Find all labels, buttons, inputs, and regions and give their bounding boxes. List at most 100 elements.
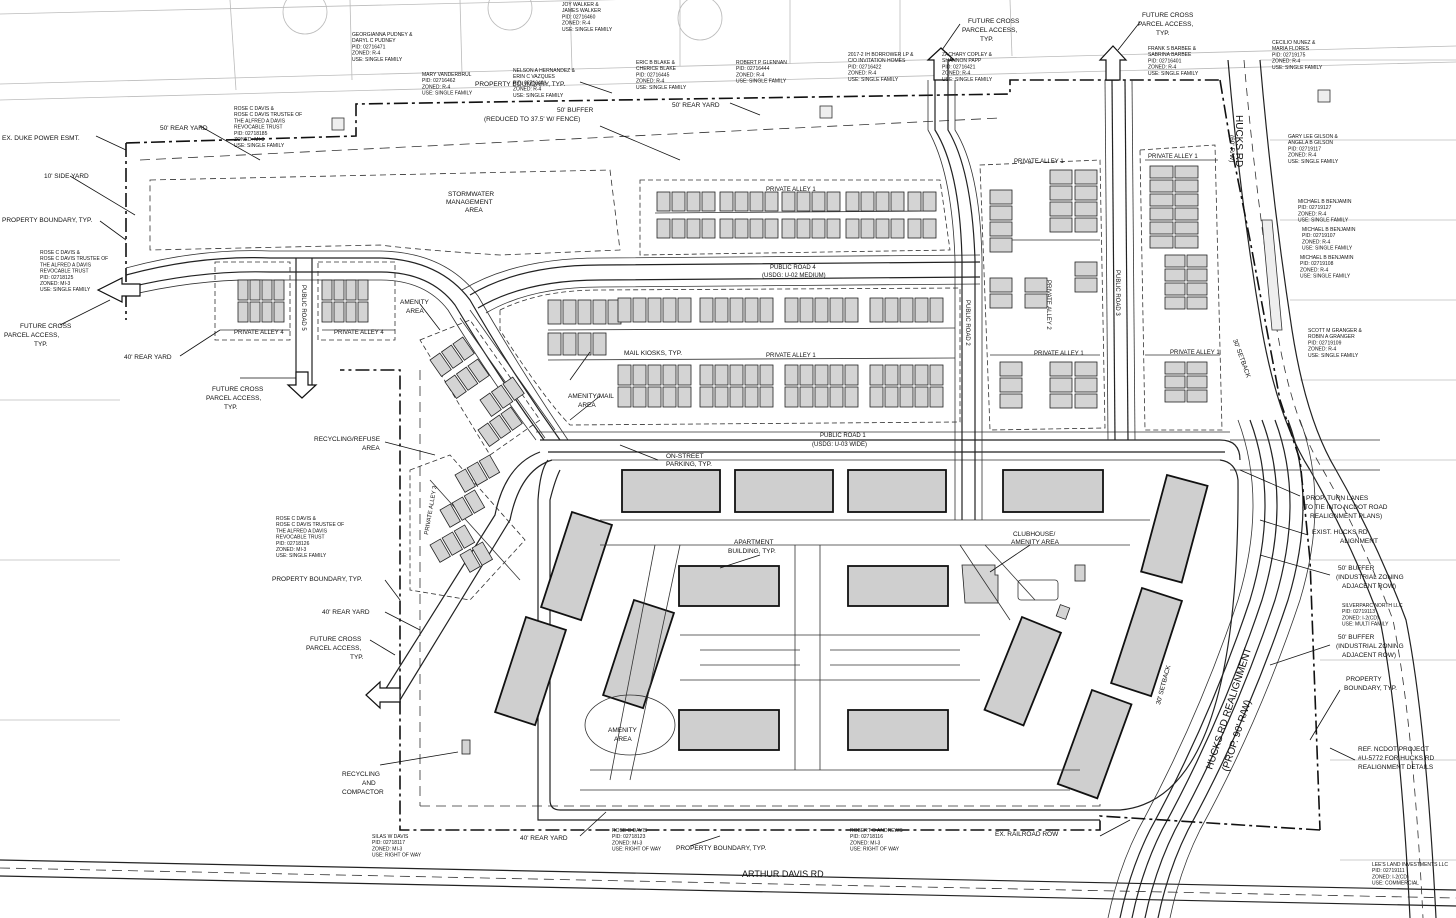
townhome-row xyxy=(1074,201,1098,217)
owner-info-line: USE: SINGLE FAMILY xyxy=(942,77,993,83)
townhome-row xyxy=(1024,293,1048,309)
owner-info-line: USE: SINGLE FAMILY xyxy=(1302,246,1353,252)
townhome-unit xyxy=(814,364,829,386)
apartment-building xyxy=(734,469,834,513)
townhome-unit xyxy=(1024,277,1048,293)
hucks-realignment xyxy=(1107,219,1380,918)
label-rear-50-n: 50' REAR YARD xyxy=(672,102,720,109)
apartment-building xyxy=(539,510,614,622)
townhome-unit xyxy=(357,301,369,323)
owner-info-line: PID: 02716422 xyxy=(848,64,882,70)
townhome-row xyxy=(784,386,859,408)
townhome-unit xyxy=(719,191,734,212)
owner-info: ROSE C DAVIS &ROSE C DAVIS TRUSTEE OFTHE… xyxy=(234,106,302,149)
townhome-unit xyxy=(829,297,844,323)
label-future-cross-w: FUTURE CROSS xyxy=(20,323,72,330)
townhome-unit xyxy=(811,218,826,239)
townhome-row xyxy=(989,221,1013,237)
townhome-unit xyxy=(1164,268,1186,282)
parking-aisles xyxy=(580,519,1150,791)
townhome-unit xyxy=(744,364,759,386)
townhome-unit xyxy=(656,191,671,212)
label-buffer-50: 50' BUFFER xyxy=(557,107,594,114)
label-hucks-rd: HUCKS RD xyxy=(1233,115,1244,167)
townhome-unit xyxy=(701,191,716,212)
townhome-unit xyxy=(869,364,884,386)
townhome-row xyxy=(989,205,1013,221)
utility-marker xyxy=(331,117,345,131)
label-amenity-s-1: AMENITY xyxy=(608,727,638,734)
townhome-unit xyxy=(1174,207,1199,221)
owner-info-line: PID: 02719117 xyxy=(1288,146,1321,152)
townhome-row xyxy=(459,541,494,573)
townhome-unit xyxy=(899,297,914,323)
label-ref-ncdot-1: REF. NCDOT PROJECT xyxy=(1358,746,1429,753)
road-label-alley-1f: PRIVATE ALLEY 1 xyxy=(1170,350,1220,356)
townhome-unit xyxy=(662,364,677,386)
private-alleys xyxy=(214,144,1223,601)
townhome-unit xyxy=(577,332,592,356)
townhome-unit xyxy=(466,461,489,486)
road-label-alley-1c: PRIVATE ALLEY 1 xyxy=(1014,159,1064,165)
owner-info-line: PID: 02716401 xyxy=(1148,58,1182,64)
townhome-unit xyxy=(714,386,729,408)
owner-info-line: ROSE C DAVIS TRUSTEE OF xyxy=(234,112,302,118)
road-label-alley-1a: PRIVATE ALLEY 1 xyxy=(766,187,816,193)
townhome-unit xyxy=(826,218,841,239)
townhome-unit xyxy=(796,191,811,212)
townhome-row xyxy=(656,191,716,212)
owner-info-line: ROBIN A GRANGER xyxy=(1308,334,1355,340)
owner-info-line: ZONED: R-4 xyxy=(1298,211,1327,217)
label-on-street-2: PARKING, TYP. xyxy=(666,461,712,468)
townhome-unit xyxy=(784,297,799,323)
townhome-unit xyxy=(922,191,937,212)
owner-info-line: ROSE C DAVIS TRUSTEE OF xyxy=(276,522,344,528)
townhome-unit xyxy=(784,386,799,408)
townhome-row xyxy=(699,297,774,323)
townhome-row xyxy=(1149,207,1199,221)
road-label-public-1-sub: (USDG: U-03 WIDE) xyxy=(812,442,867,448)
townhome-row xyxy=(999,361,1023,377)
townhome-row xyxy=(699,386,774,408)
apartment-buildings xyxy=(493,469,1209,800)
owner-info-line: PID: 02718185 xyxy=(234,131,268,137)
townhome-unit xyxy=(999,393,1023,409)
owner-info-line: ZONED: R-4 xyxy=(1272,59,1301,65)
townhome-unit xyxy=(333,279,345,301)
label-stormwater-1: STORMWATER xyxy=(448,191,494,198)
townhome-unit xyxy=(1074,169,1098,185)
townhome-unit xyxy=(686,218,701,239)
owner-info-line: 2017-2 IH BORROWER LP & xyxy=(848,52,914,58)
townhome-row xyxy=(479,376,525,417)
public-road-4 xyxy=(461,254,981,314)
townhome-row xyxy=(1149,179,1199,193)
townhome-unit xyxy=(890,191,905,212)
road-label-public-2: PUBLIC ROAD 2 xyxy=(964,300,970,346)
owner-info-line: ZONED: MI-3 xyxy=(612,840,642,846)
road-label-public-4-sub: (USDG: U-02 MEDIUM) xyxy=(762,273,826,279)
townhome-unit xyxy=(699,386,714,408)
owner-info-line: USE: RIGHT OF WAY xyxy=(612,847,662,853)
apartment-building xyxy=(847,709,949,751)
townhome-unit xyxy=(989,221,1013,237)
townhome-unit xyxy=(875,191,890,212)
townhome-unit xyxy=(784,364,799,386)
townhome-unit xyxy=(647,364,662,386)
label-turn-lanes-1: PROP. TURN LANES xyxy=(1306,495,1369,502)
townhome-unit xyxy=(749,191,764,212)
owner-info-line: DARYL C PUDNEY xyxy=(352,38,396,44)
townhome-row xyxy=(237,301,285,323)
townhome-unit xyxy=(1174,221,1199,235)
townhome-unit xyxy=(249,301,261,323)
owner-info-line: GARY LEE GILSON & xyxy=(1288,134,1339,140)
townhome-unit xyxy=(1049,185,1073,201)
townhome-unit xyxy=(844,297,859,323)
townhome-unit xyxy=(729,386,744,408)
townhome-row xyxy=(1164,268,1208,282)
townhome-unit xyxy=(884,386,899,408)
owner-info-line: PID: 02718116 xyxy=(850,834,883,840)
townhome-unit xyxy=(844,386,859,408)
